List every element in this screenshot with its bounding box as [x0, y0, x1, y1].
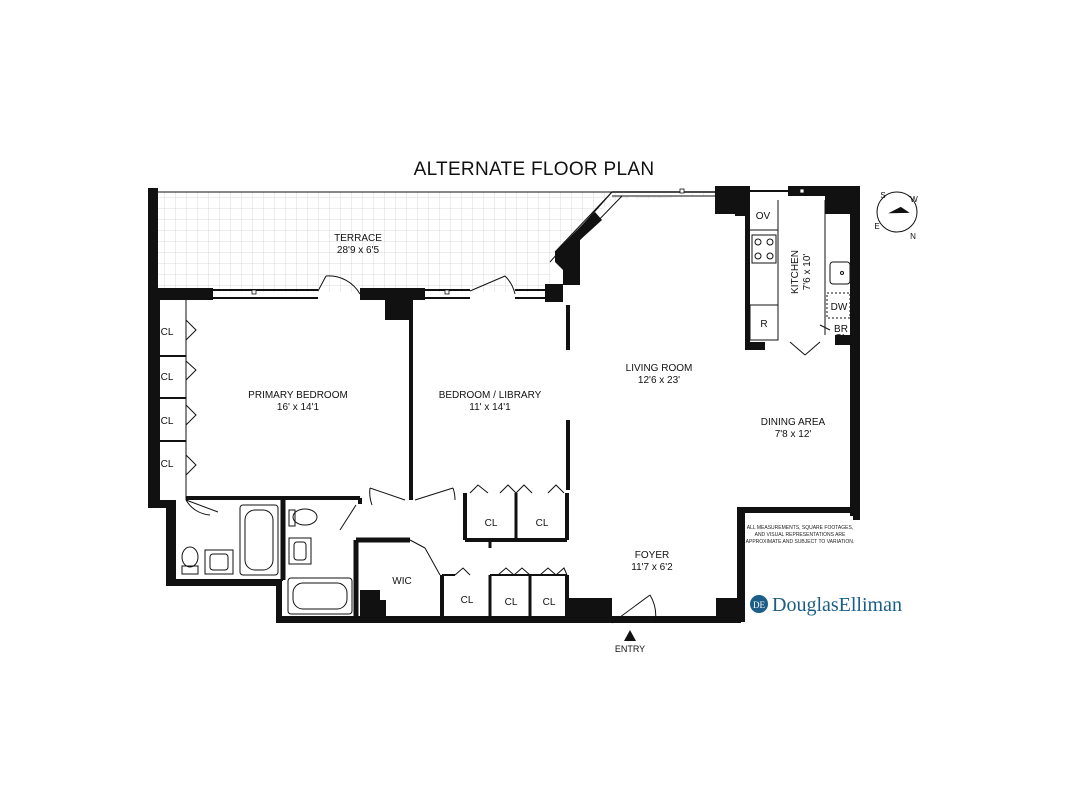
dining-area-dim: 7'8 x 12' [775, 429, 812, 440]
fixture-labels: CL CL CL CL CL CL CL CL CL OV R DW BR CL… [161, 211, 848, 654]
primary-bedroom-name: PRIMARY BEDROOM [248, 390, 348, 401]
windows [251, 188, 805, 295]
compass-letter-e: E [874, 222, 879, 231]
primary-bedroom-dim: 16' x 14'1 [277, 402, 320, 413]
dishwasher-label: DW [831, 302, 848, 313]
bathtub-icon-2 [287, 577, 353, 615]
walls [148, 186, 860, 623]
plan-title: ALTERNATE FLOOR PLAN [414, 159, 655, 180]
compass-letter-s: S [880, 191, 885, 200]
broom-closet-label-1: BR [834, 324, 848, 335]
bedroom-library-name: BEDROOM / LIBRARY [439, 390, 542, 401]
compass-letter-w: W [910, 195, 918, 204]
closet-label-7: CL [461, 595, 474, 606]
closet-label-2: CL [161, 372, 174, 383]
broom-closet-label-2: CL [835, 333, 848, 344]
kitchen-fixtures [749, 200, 851, 341]
wic-name: WIC [392, 576, 411, 587]
svg-text:DE: DE [753, 600, 765, 610]
brand-logo: DE DouglasElliman [750, 594, 902, 616]
doors [185, 275, 831, 624]
closet-label-9: CL [543, 597, 556, 608]
bathtub-icon [239, 504, 279, 576]
sink-icon [829, 261, 851, 285]
compass-letter-n: N [910, 232, 916, 241]
disclaimer-line-1: ALL MEASUREMENTS, SQUARE FOOTAGES, [747, 525, 853, 531]
cooktop-icon [751, 234, 777, 264]
closet-label-8: CL [505, 597, 518, 608]
entry-arrow-icon [624, 630, 636, 641]
brand-logo-icon [750, 595, 768, 613]
foyer-dim: 11'7 x 6'2 [631, 562, 673, 573]
closet-label-6: CL [536, 518, 549, 529]
bath-fixtures [181, 504, 353, 615]
living-room-name: LIVING ROOM [626, 363, 693, 374]
closet-label-3: CL [161, 416, 174, 427]
terrace-dim: 28'9 x 6'5 [337, 245, 380, 256]
compass-icon: S W E N [874, 191, 918, 241]
closet-label-4: CL [161, 459, 174, 470]
dining-area-name: DINING AREA [761, 417, 826, 428]
living-room-dim: 12'6 x 23' [638, 375, 680, 386]
refrigerator-label: R [760, 319, 767, 330]
kitchen-dim: 7'6 x 10' [802, 254, 813, 291]
interior-walls [160, 300, 570, 620]
room-labels: TERRACE 28'9 x 6'5 PRIMARY BEDROOM 16' x… [248, 233, 825, 587]
terrace [148, 188, 718, 292]
entry-label: ENTRY [615, 644, 645, 654]
brand-name: DouglasElliman [772, 594, 902, 616]
toilet-icon [181, 546, 199, 568]
foyer-name: FOYER [635, 550, 669, 561]
closet-label-5: CL [485, 518, 498, 529]
closet-label-1: CL [161, 327, 174, 338]
kitchen-name: KITCHEN [790, 250, 801, 294]
terrace-name: TERRACE [334, 233, 382, 244]
disclaimer-line-3: APPROXIMATE AND SUBJECT TO VARIATION. [746, 539, 855, 545]
oven-label: OV [756, 211, 771, 222]
bedroom-library-dim: 11' x 14'1 [469, 402, 511, 413]
disclaimer: ALL MEASUREMENTS, SQUARE FOOTAGES, AND V… [746, 525, 855, 545]
toilet-icon-2 [292, 508, 318, 526]
disclaimer-line-2: AND VISUAL REPRESENTATIONS ARE [755, 532, 846, 538]
